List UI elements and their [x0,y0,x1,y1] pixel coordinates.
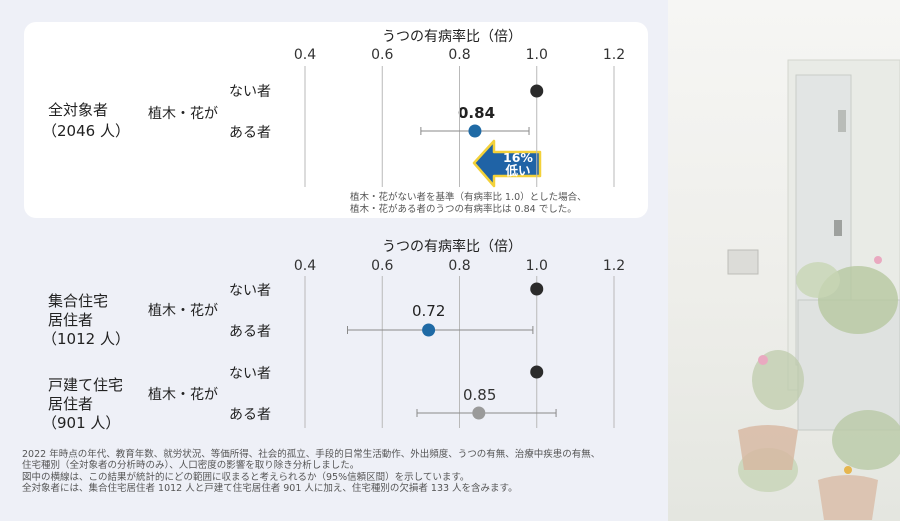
apartment-no-point [530,282,544,296]
house-no-point [530,365,544,379]
group-n-house: （901 人） [42,414,121,432]
factor-label-all: 植木・花が [148,106,218,122]
group-label-all: 全対象者 [48,101,109,119]
top-tick-label: 1.0 [526,47,548,63]
bottom-tick-label: 1.2 [603,258,625,274]
axis-title-bottom: うつの有病率比（倍） [382,239,522,255]
value-label-apartment: 0.72 [412,302,446,320]
background-photo [668,0,900,521]
row-label-no-all: ない者 [229,84,271,100]
explanation-note: 植木・花がない者を基準（有病率比 1.0）とした場合、 植木・花がある者のうつの… [350,192,587,216]
top-yes-point [468,124,482,138]
footnote-1: 2022 年時点の年代、教育年数、就労状況、等価所得、社会的孤立、手段的日常生活… [22,449,601,460]
top-no-point [530,84,544,98]
callout-percent: 16% [503,150,533,165]
bottom-tick-label: 0.8 [448,258,470,274]
top-tick-label: 0.6 [371,47,393,63]
factor-label-house: 植木・花が [148,387,218,403]
bottom-tick-label: 1.0 [526,258,548,274]
all-subjects-panel [24,22,648,218]
row-label-yes-house: ある者 [229,407,271,423]
axis-title-top: うつの有病率比（倍） [382,29,522,45]
factor-label-apartment: 植木・花が [148,303,218,319]
house-illustration [727,59,900,520]
footnote-2: 住宅種別（全対象者の分析時のみ）、人口密度の影響を取り除き分析しました。 [22,460,360,472]
row-label-yes-all: ある者 [229,125,271,141]
apartment-yes-point [422,323,436,337]
group-label-house-2: 居住者 [48,395,94,413]
callout-low: 低い [505,163,531,178]
group-n-apartment: （1012 人） [42,330,130,348]
row-label-yes-apartment: ある者 [229,324,271,340]
top-tick-label: 0.8 [448,47,470,63]
row-label-no-house: ない者 [229,366,271,382]
group-label-house-1: 戸建て住宅 [48,376,124,394]
footnote-4: 全対象者には、集合住宅居住者 1012 人と戸建て住宅居住者 901 人に加え、… [22,483,518,495]
explanation-line-1: 植木・花がない者を基準（有病率比 1.0）とした場合、 [350,192,587,203]
explanation-line-2: 植木・花がある者のうつの有病率比は 0.84 でした。 [350,204,577,215]
callout-text: 16% 低い [496,151,540,177]
value-label-all: 0.84 [458,104,496,122]
house-yes-point [472,406,486,420]
top-tick-label: 0.4 [294,47,316,63]
top-tick-label: 1.2 [603,47,625,63]
row-label-no-apartment: ない者 [229,283,271,299]
footnote-3: 図中の横線は、この結果が統計的にどの範囲に収まると考えられるか（95%信頼区間）… [22,471,470,483]
group-n-all: （2046 人） [42,122,130,140]
bottom-tick-label: 0.4 [294,258,316,274]
group-label-apartment-2: 居住者 [48,311,94,329]
group-label-apartment-1: 集合住宅 [48,292,109,310]
value-label-house: 0.85 [463,386,497,404]
footnotes: 2022 年時点の年代、教育年数、就労状況、等価所得、社会的孤立、手段的日常生活… [22,449,662,495]
bottom-tick-label: 0.6 [371,258,393,274]
